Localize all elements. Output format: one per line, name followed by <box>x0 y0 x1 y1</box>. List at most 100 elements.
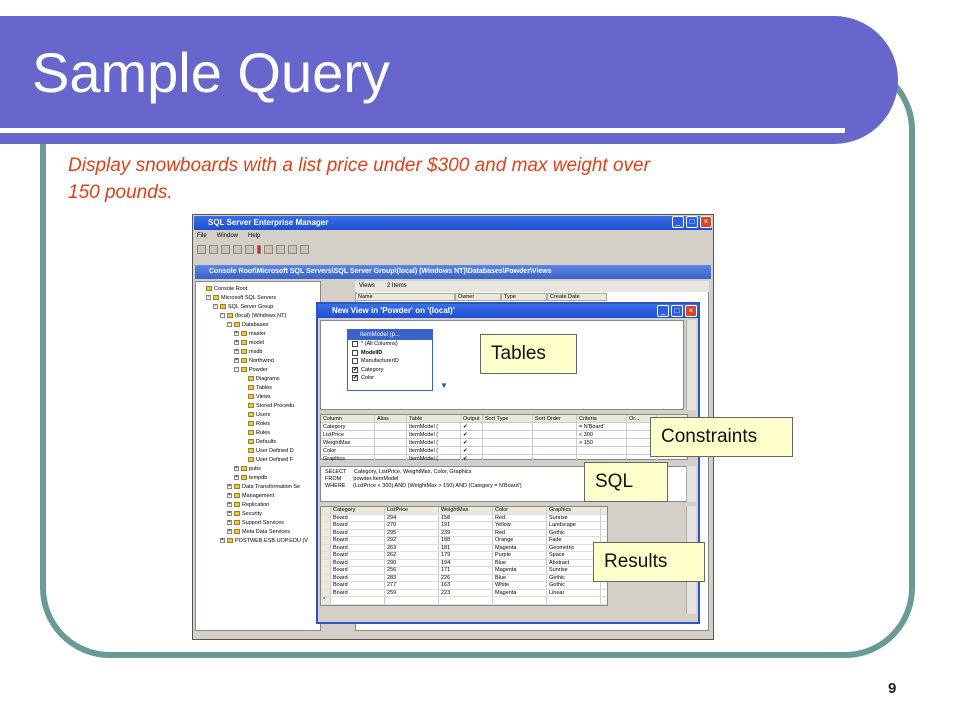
expander-icon[interactable]: - <box>213 303 218 309</box>
grid-cell[interactable] <box>375 455 407 462</box>
new-view-maximize-icon[interactable]: □ <box>671 305 683 317</box>
expander-icon[interactable]: + <box>234 348 239 354</box>
expander-icon[interactable]: - <box>234 366 239 372</box>
column-checkbox[interactable] <box>352 341 358 348</box>
expander-icon[interactable]: + <box>234 330 239 336</box>
toolbar-edit-icon[interactable] <box>209 245 218 254</box>
tree-node[interactable]: Tables <box>241 383 272 392</box>
grid-cell[interactable] <box>533 455 577 462</box>
grid-cell[interactable] <box>375 423 407 430</box>
table-column-row[interactable]: ManufacturerID <box>348 357 432 366</box>
grid-cell[interactable]: Category <box>321 423 375 430</box>
tree-node[interactable]: +msdb <box>234 347 262 356</box>
grid-cell[interactable]: ItemModel ( <box>407 447 461 454</box>
grid-cell[interactable] <box>533 439 577 446</box>
grid-cell[interactable]: ✔ <box>461 423 483 430</box>
expander-icon[interactable]: + <box>227 492 232 498</box>
tree-node[interactable]: +POSTWEB.ESB.UOP.EDU (V <box>220 536 308 545</box>
console-tree[interactable]: Console Root-Microsoft SQL Servers-SQL S… <box>195 281 321 631</box>
menu-help[interactable]: Help <box>248 233 261 239</box>
row-selector[interactable] <box>321 582 331 589</box>
grid-cell[interactable]: ✔ <box>461 455 483 462</box>
tree-node[interactable]: +Security <box>227 509 262 518</box>
tree-node[interactable]: User Defined F <box>241 455 293 464</box>
tree-node[interactable]: -Databases <box>227 320 268 329</box>
expander-icon[interactable]: + <box>227 510 232 516</box>
grid-cell[interactable]: Graphics <box>321 455 375 462</box>
table-column-row[interactable]: ✔Color <box>348 374 432 383</box>
grid-cell[interactable]: Color <box>321 447 375 454</box>
tree-node[interactable]: Defaults <box>241 437 276 446</box>
row-selector[interactable] <box>321 544 331 551</box>
expander-icon[interactable]: + <box>234 339 239 345</box>
tree-node[interactable]: Stored Procedu <box>241 401 294 410</box>
expander-icon[interactable]: - <box>220 312 225 318</box>
grid-cell[interactable]: < 300 <box>577 431 627 438</box>
expander-icon[interactable]: + <box>234 474 239 480</box>
grid-cell[interactable] <box>627 455 657 462</box>
grid-cell[interactable]: ItemModel ( <box>407 423 461 430</box>
column-checkbox[interactable]: ✔ <box>352 366 359 373</box>
tree-node[interactable]: +Northwind <box>234 356 274 365</box>
grid-header-cell[interactable]: Sort Type <box>483 415 533 422</box>
table-column-row[interactable]: ModelID <box>348 349 432 358</box>
grid-header-cell[interactable]: Sort Order <box>533 415 577 422</box>
minimize-icon[interactable]: _ <box>672 216 684 228</box>
table-column-row[interactable]: * (All Columns) <box>348 340 432 349</box>
tree-node[interactable]: Rules <box>241 428 270 437</box>
tree-node[interactable]: +model <box>234 338 264 347</box>
expander-icon[interactable]: + <box>227 501 232 507</box>
row-selector[interactable] <box>321 559 331 566</box>
grid-header-cell[interactable]: Criteria <box>577 415 627 422</box>
tree-node[interactable]: +Support Services <box>227 518 284 527</box>
tree-node[interactable]: Roles <box>241 419 270 428</box>
row-selector[interactable] <box>321 552 331 559</box>
column-checkbox[interactable] <box>352 358 358 365</box>
expander-icon[interactable]: - <box>206 294 211 300</box>
tree-node[interactable]: -Powder <box>234 365 268 374</box>
grid-cell[interactable]: ✔ <box>461 431 483 438</box>
views-tab[interactable]: Views <box>359 283 375 289</box>
grid-header-cell[interactable]: Alias <box>375 415 407 422</box>
toolbar-list-icon[interactable] <box>245 245 254 254</box>
tree-node[interactable]: -Microsoft SQL Servers <box>206 293 276 302</box>
grid-cell[interactable]: ✔ <box>461 447 483 454</box>
grid-cell[interactable] <box>533 423 577 430</box>
column-checkbox[interactable] <box>352 349 358 356</box>
grid-cell[interactable] <box>375 431 407 438</box>
grid-cell[interactable]: ✔ <box>461 439 483 446</box>
tree-node[interactable]: Diagrams <box>241 374 280 383</box>
tree-node[interactable]: +pubs <box>234 464 261 473</box>
toolbar-grid-icon[interactable] <box>233 245 242 254</box>
results-row[interactable]: * <box>321 597 607 605</box>
tree-node[interactable]: +tempdb <box>234 473 267 482</box>
expander-icon[interactable]: - <box>227 321 232 327</box>
grid-cell[interactable] <box>483 447 533 454</box>
toolbar-save-icon[interactable] <box>197 245 206 254</box>
grid-cell[interactable]: = N'Board' <box>577 423 627 430</box>
grid-cell[interactable]: ItemModel ( <box>407 455 461 462</box>
table-column-row[interactable]: ✔Category <box>348 366 432 375</box>
toolbar-run-icon[interactable] <box>257 245 261 254</box>
expander-icon[interactable]: + <box>234 357 239 363</box>
grid-cell[interactable]: > 150 <box>577 439 627 446</box>
tree-node[interactable]: Console Root <box>199 284 247 293</box>
expander-icon[interactable]: + <box>227 528 232 534</box>
tree-node[interactable]: +master <box>234 329 266 338</box>
grid-cell[interactable]: ItemModel ( <box>407 431 461 438</box>
row-selector[interactable] <box>321 537 331 544</box>
views-col-type[interactable]: Type <box>501 293 547 301</box>
diagram-scrollbar[interactable] <box>686 320 696 410</box>
grid-cell[interactable] <box>533 431 577 438</box>
expander-icon[interactable]: + <box>227 519 232 525</box>
expander-icon[interactable]: + <box>227 483 232 489</box>
